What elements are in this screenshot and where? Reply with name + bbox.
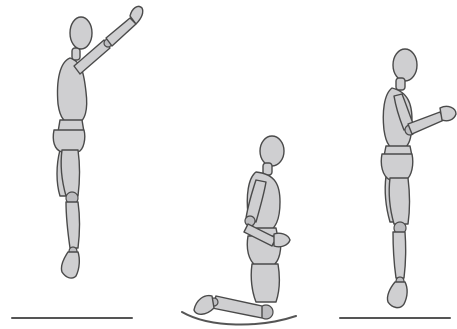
figure3-hand [440, 106, 456, 120]
figure2-hand [274, 233, 290, 247]
figure1-pelvis [53, 130, 84, 152]
figure1-foot [61, 252, 79, 278]
figure3-foot [387, 282, 407, 308]
figure2-thigh [251, 264, 279, 302]
figure1-forearm [106, 18, 136, 46]
figure1-thigh [61, 150, 79, 196]
figure-jumping-arm-raised [53, 6, 142, 278]
figure3-head [393, 49, 417, 81]
figure1-shin [66, 202, 80, 248]
figure3-forearm [408, 112, 444, 134]
figure3-thigh [389, 178, 409, 224]
figure3-pelvis [381, 154, 412, 180]
figure3-shin [393, 232, 406, 278]
figure2-foot [194, 296, 214, 315]
figure-jumping-arms-forward [381, 49, 456, 308]
figure2-head [260, 136, 284, 166]
figure3-neck [396, 78, 405, 90]
figure1-neck [72, 48, 80, 60]
figure1-head [70, 17, 92, 49]
figure-kneeling [182, 136, 296, 325]
